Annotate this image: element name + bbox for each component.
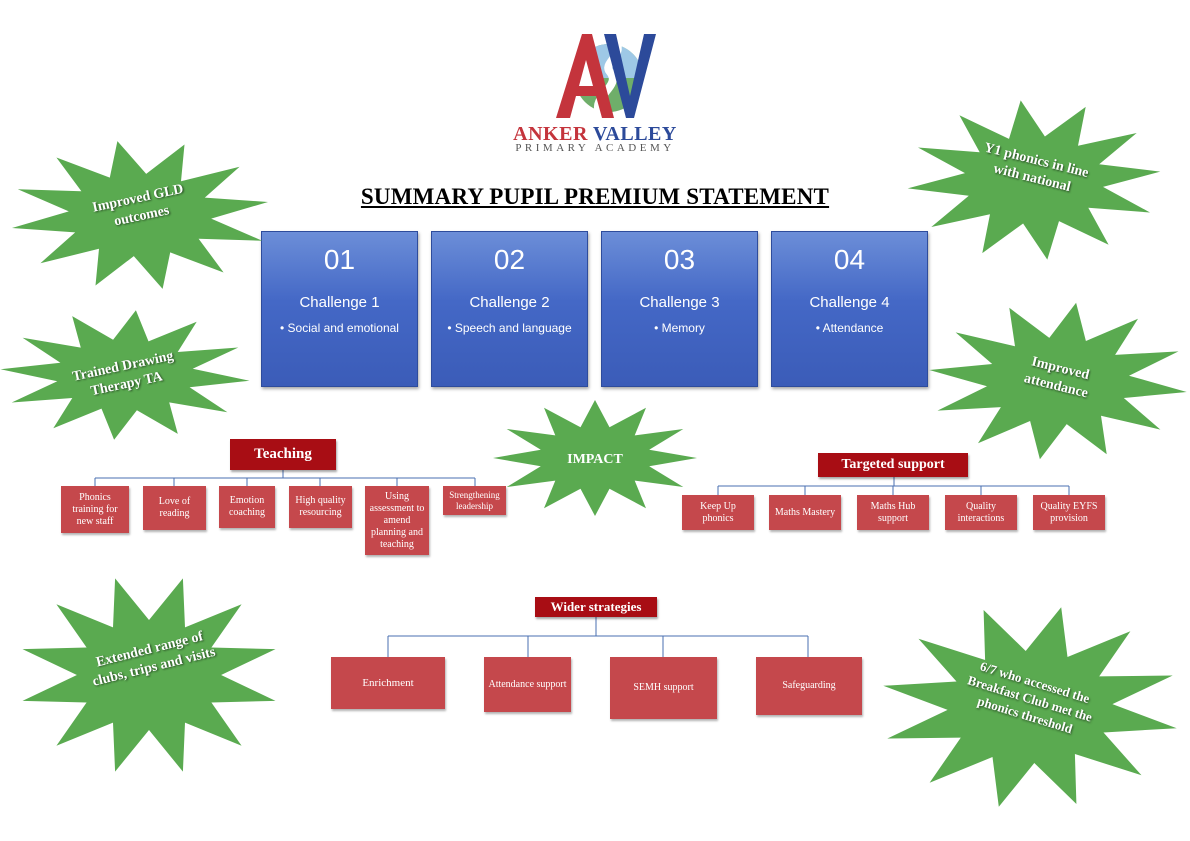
challenge-detail: • Speech and language [447, 321, 572, 335]
wider-item: SEMH support [610, 657, 717, 719]
page-title: SUMMARY PUPIL PREMIUM STATEMENT [360, 184, 830, 209]
wider-item: Attendance support [484, 657, 571, 712]
wider-item: Safeguarding [756, 657, 862, 715]
challenge-number: 04 [833, 244, 866, 275]
teaching-header: Teaching [230, 439, 336, 470]
star-attendance: Improved attendance [928, 302, 1188, 460]
challenge-card-1: 01 Challenge 1 • Social and emotional [261, 231, 418, 387]
challenge-card-4: 04 Challenge 4 • Attendance [771, 231, 928, 387]
challenge-name: Challenge 4 [809, 294, 890, 311]
teaching-item: Phonics training for new staff [61, 486, 129, 533]
targeted-item: Maths Mastery [769, 495, 841, 530]
logo-subtitle: PRIMARY ACADEMY [515, 142, 675, 154]
teaching-item: Strengthening leadership [443, 486, 506, 515]
teaching-item: High quality resourcing [289, 486, 352, 528]
challenge-number: 01 [323, 244, 356, 275]
challenge-number: 02 [493, 244, 526, 275]
star-breakfast-club: 6/7 who accessed the Breakfast Club met … [880, 605, 1180, 810]
challenge-card-2: 02 Challenge 2 • Speech and language [431, 231, 588, 387]
challenge-name: Challenge 2 [469, 294, 550, 311]
star-label: IMPACT [567, 452, 623, 467]
targeted-support-header: Targeted support [818, 453, 968, 477]
star-clubs-trips: Extended range of clubs, trips and visit… [18, 575, 280, 775]
star-y1-phonics: Y1 phonics in line with national [907, 100, 1162, 260]
star-impact: IMPACT [493, 400, 698, 516]
star-drawing-therapy: Trained Drawing Therapy TA [0, 310, 250, 440]
wider-strategies-header: Wider strategies [535, 597, 657, 617]
targeted-item: Keep Up phonics [682, 495, 754, 530]
school-logo [556, 34, 656, 118]
challenge-detail: • Memory [654, 321, 705, 335]
challenge-name: Challenge 1 [299, 294, 380, 311]
targeted-item: Maths Hub support [857, 495, 929, 530]
targeted-item: Quality interactions [945, 495, 1017, 530]
challenge-detail: • Attendance [815, 321, 884, 335]
challenge-name: Challenge 3 [639, 294, 720, 311]
teaching-item: Emotion coaching [219, 486, 275, 528]
teaching-item: Love of reading [143, 486, 206, 530]
teaching-item: Using assessment to amend planning and t… [365, 486, 429, 555]
logo-wordmark: ANKER VALLEY [513, 123, 677, 145]
targeted-item: Quality EYFS provision [1033, 495, 1105, 530]
challenge-detail: • Social and emotional [280, 321, 399, 335]
challenge-number: 03 [663, 244, 696, 275]
challenge-card-3: 03 Challenge 3 • Memory [601, 231, 758, 387]
wider-item: Enrichment [331, 657, 445, 709]
star-gld-outcomes: Improved GLD outcomes [10, 140, 270, 290]
